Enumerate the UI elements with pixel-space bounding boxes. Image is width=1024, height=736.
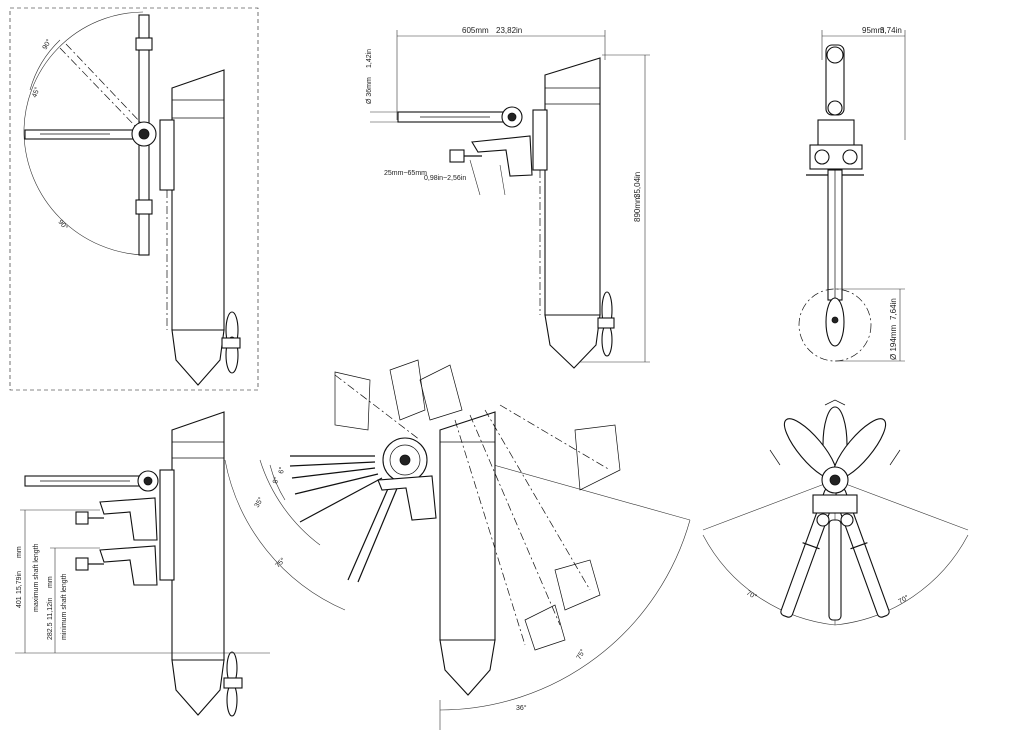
dim-max-shaft: 401 <box>16 596 23 608</box>
view-steering: 70° 70° <box>702 399 969 626</box>
angle-label-tilt-2: 8° <box>271 476 281 485</box>
angle-label-steer-left: 70° <box>745 589 758 601</box>
angle-label-steer-right: 70° <box>897 593 910 605</box>
dim-prop-diameter: Ø 194mm <box>889 325 898 360</box>
dim-clamp-range: 25mm~65mm <box>384 170 427 177</box>
dim-prop-diameter-in: 7,64in <box>889 298 898 320</box>
view-tilt-positions: 6° 8° 35° 75° 75° 36° <box>224 359 691 730</box>
dim-tube-diameter-in: 1,42in <box>366 49 373 68</box>
dim-min-shaft-label: minimum shaft length <box>61 573 68 640</box>
dim-overall-height-in: 35,04in <box>633 172 642 198</box>
view-front: 95mm 3,74in Ø 194mm 7,64in <box>798 26 906 362</box>
dim-width: 95mm <box>862 26 885 35</box>
angle-label-top-b: 45° <box>30 86 41 99</box>
angle-label-tilt-1: 6° <box>277 466 286 474</box>
angle-label-tilt-large: 75° <box>274 556 287 569</box>
dim-width-in: 3,74in <box>880 26 902 35</box>
dim-min-shaft: 282.5 <box>47 622 54 640</box>
dim-min-shaft-unit: mm <box>47 576 54 588</box>
dim-min-shaft-in: 11,12in <box>47 597 54 620</box>
view-shaft-length: 401 15,79in mm maximum shaft length 282.… <box>15 411 270 717</box>
dim-overall-height: 890mm <box>633 195 642 222</box>
dim-clamp-range-in: 0,98in~2,56in <box>424 175 466 182</box>
angle-label-tilt-3: 35° <box>253 496 265 509</box>
dim-max-shaft-unit: mm <box>16 546 23 558</box>
dim-overall-length: 605mm <box>462 26 489 35</box>
dim-tube-diameter: Ø 36mm <box>366 77 373 104</box>
view-side-dimensions: 605mm 23,82in Ø 36mm 1,42in 25mm~65mm 0,… <box>366 26 650 369</box>
tilted-tiller-set <box>289 455 399 583</box>
dim-max-shaft-label: maximum shaft length <box>33 543 40 612</box>
dim-overall-length-in: 23,82in <box>496 26 522 35</box>
view-tiller-rotation: 90° 45° 90° <box>9 7 259 391</box>
angle-label-top-c: 90° <box>56 218 69 231</box>
dim-max-shaft-in: 15,79in <box>16 571 23 594</box>
angle-label-tilt-bottom: 36° <box>516 704 527 712</box>
angle-label-tilt-right: 75° <box>575 648 587 661</box>
